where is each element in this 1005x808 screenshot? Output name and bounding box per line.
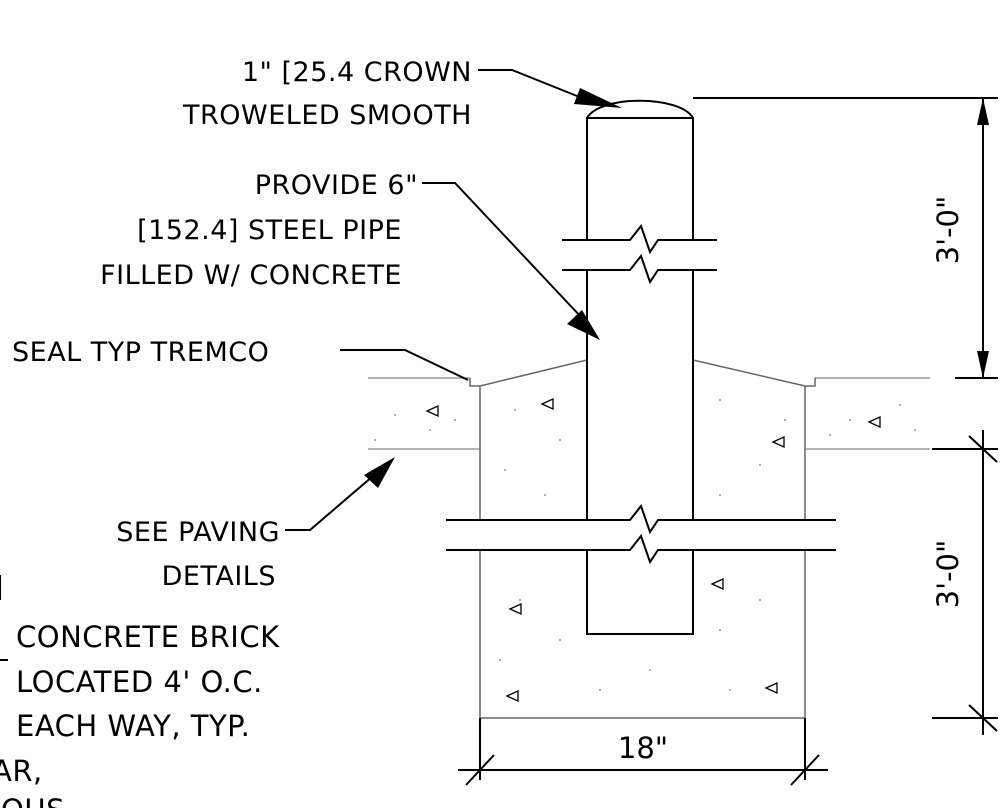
note-partial-line2: IOUS <box>0 793 65 808</box>
note-pipe-line2: [152.4] STEEL PIPE <box>137 215 402 246</box>
break-lines <box>446 223 836 565</box>
note-paving-line2: DETAILS <box>162 561 276 592</box>
leader-seal <box>340 349 469 381</box>
note-pipe-line1: PROVIDE 6" <box>255 170 418 201</box>
note-brick-line1: CONCRETE BRICK <box>16 620 280 654</box>
steel-pipe-bollard <box>586 99 694 635</box>
leader-crown <box>478 69 622 108</box>
leader-brick <box>0 575 8 661</box>
leader-paving <box>285 457 395 531</box>
dimension-label-footing-width: 18" <box>618 731 668 765</box>
aggregate-symbols <box>425 397 881 703</box>
concrete-stipple <box>374 399 916 691</box>
dimension-below-grade <box>932 430 998 735</box>
leader-pipe <box>422 182 600 340</box>
dimension-label-above-grade: 3'-0" <box>931 196 965 265</box>
dimension-above-grade <box>693 97 998 379</box>
paving-lines <box>368 377 930 450</box>
note-brick-line2: LOCATED 4' O.C. <box>16 665 263 699</box>
dimension-footing-width <box>458 718 828 786</box>
note-partial-line1: AR, <box>0 754 43 788</box>
note-paving-line1: SEE PAVING <box>116 517 280 548</box>
concrete-footing <box>479 359 806 719</box>
concrete-crown <box>586 99 694 119</box>
note-pipe-line3: FILLED W/ CONCRETE <box>100 260 402 291</box>
note-seal: SEAL TYP TREMCO <box>12 337 269 368</box>
note-crown-line2: TROWELED SMOOTH <box>182 100 472 131</box>
note-brick-line3: EACH WAY, TYP. <box>16 709 250 743</box>
dimension-label-below-grade: 3'-0" <box>931 540 965 609</box>
note-crown-line1: 1" [25.4 CROWN <box>242 57 472 88</box>
